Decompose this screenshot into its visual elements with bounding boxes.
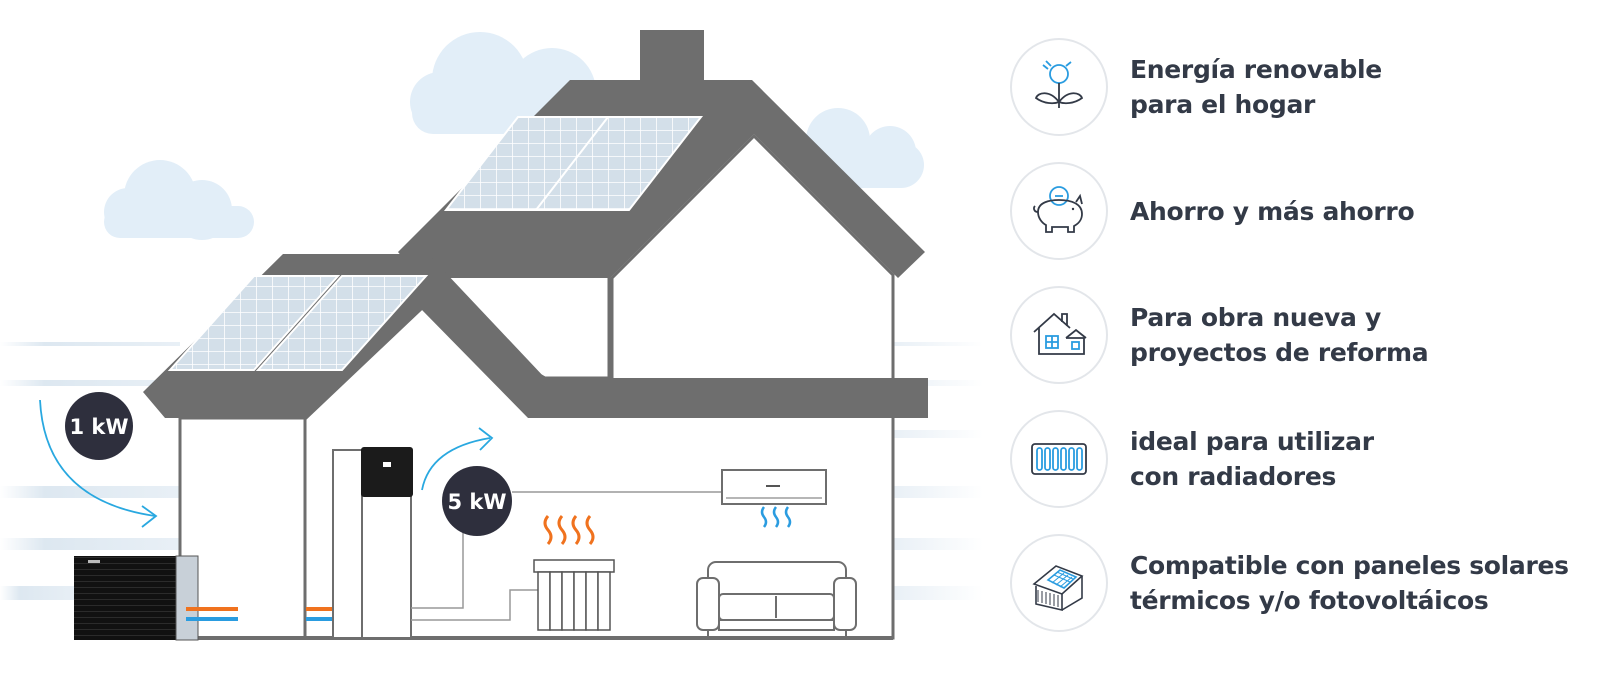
wind-streaks bbox=[0, 342, 983, 600]
outdoor-heat-pump-unit bbox=[74, 555, 199, 641]
indoor-power-value: 5 kW bbox=[447, 490, 506, 514]
air-conditioner bbox=[721, 469, 827, 505]
piggy-bank-icon bbox=[1010, 162, 1108, 260]
feature-label: Compatible con paneles solares térmicos … bbox=[1130, 551, 1569, 615]
solar-roof-house-icon bbox=[1010, 534, 1108, 632]
feature-label: Ahorro y más ahorro bbox=[1130, 196, 1415, 226]
radiator bbox=[533, 559, 615, 631]
indoor-power-indicator: 5 kW bbox=[442, 466, 512, 536]
feature-label: Para obra nueva y proyectos de reforma bbox=[1130, 303, 1429, 367]
cloud-left bbox=[104, 160, 254, 240]
renewable-energy-plant-icon bbox=[1010, 38, 1108, 136]
heat-output-arrow bbox=[421, 427, 494, 491]
feature-label: ideal para utilizar con radiadores bbox=[1130, 427, 1374, 491]
feature-solar-compatible: Compatible con paneles solares térmicos … bbox=[1010, 533, 1569, 633]
house bbox=[143, 30, 928, 640]
radiator-icon bbox=[1010, 410, 1108, 508]
connection-lines bbox=[411, 491, 722, 621]
sofa bbox=[696, 561, 857, 636]
solar-panels bbox=[167, 116, 704, 371]
outdoor-power-value: 1 kW bbox=[69, 415, 128, 439]
outdoor-power-indicator: 1 kW bbox=[65, 392, 133, 460]
feature-savings: Ahorro y más ahorro bbox=[1010, 161, 1415, 261]
feature-label: Energía renovable para el hogar bbox=[1130, 55, 1382, 119]
indoor-hydrobox-unit bbox=[332, 447, 413, 639]
feature-new-build-renovation: Para obra nueva y proyectos de reforma bbox=[1010, 285, 1429, 385]
feature-renewable-energy: Energía renovable para el hogar bbox=[1010, 37, 1382, 137]
feature-radiators: ideal para utilizar con radiadores bbox=[1010, 409, 1374, 509]
outdoor-air-arrow bbox=[39, 399, 158, 528]
house-icon bbox=[1010, 286, 1108, 384]
cool-air-waves bbox=[760, 506, 792, 528]
heat-waves bbox=[543, 515, 595, 545]
